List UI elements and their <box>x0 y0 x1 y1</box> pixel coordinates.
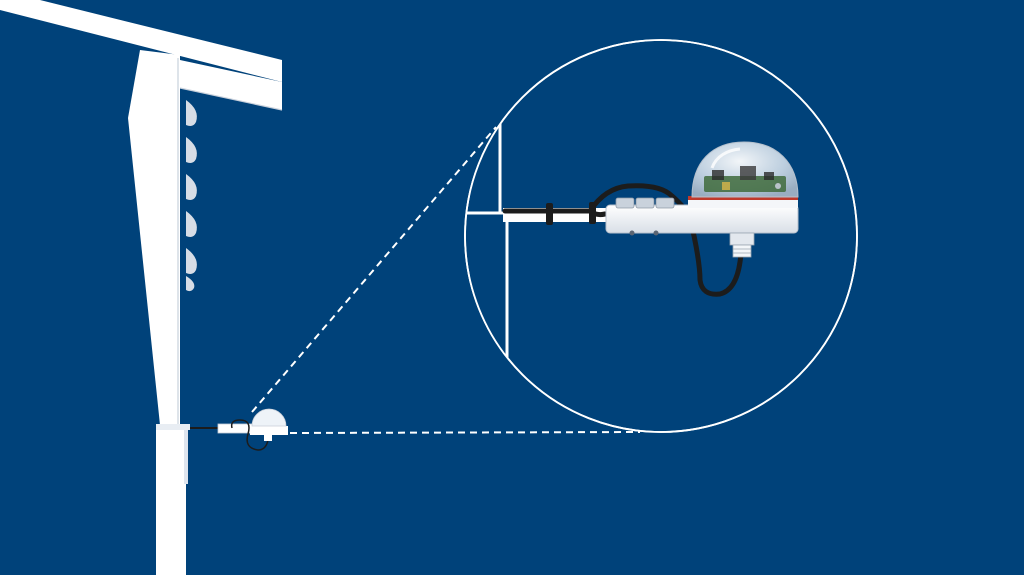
cable-tie-2 <box>589 202 596 224</box>
small-sensor-assembly <box>190 408 288 451</box>
small-sensor-cable <box>230 419 269 451</box>
zoom-column-edge <box>470 120 506 360</box>
magnified-detail <box>464 39 858 433</box>
callout-line-lower <box>289 431 641 434</box>
small-sensor-dome <box>251 408 287 427</box>
louvers <box>186 100 197 292</box>
top-beam <box>0 0 282 82</box>
tapered-column <box>128 50 180 425</box>
lower-post <box>156 428 186 575</box>
top-beam-underside <box>180 60 282 110</box>
zoom-circuit-board <box>704 166 786 192</box>
zoom-circle <box>464 39 858 433</box>
zoom-callout-lines <box>251 126 641 434</box>
zoom-connectors <box>615 197 675 236</box>
zoom-cable-gland <box>729 232 755 258</box>
callout-line-upper <box>251 126 497 413</box>
cable-tie-1 <box>546 203 553 225</box>
zoom-sensor-base <box>605 204 799 234</box>
zoom-gasket <box>688 196 798 201</box>
zoom-cable-loop <box>687 215 745 297</box>
mounting-structure <box>0 0 283 575</box>
zoom-dome-highlight <box>710 147 741 169</box>
